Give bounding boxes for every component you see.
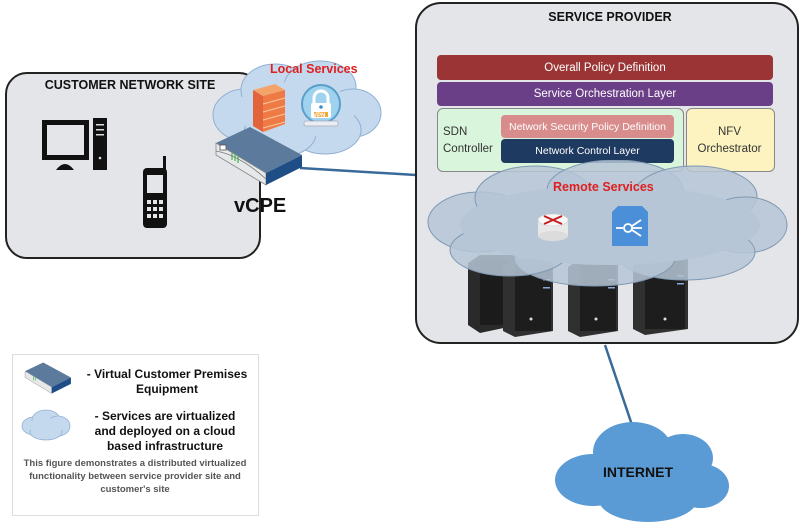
nfv-label-line1: NFV (718, 126, 741, 138)
customer-site-title: CUSTOMER NETWORK SITE (44, 78, 216, 92)
local-services-title: Local Services (270, 62, 358, 76)
legend-cloud-line1: - Services are virtualized (94, 409, 236, 423)
vcpe-device-icon (215, 127, 302, 186)
legend-note-line1: This figure demonstrates a distributed v… (23, 458, 247, 469)
legend-note-line3: customer's site (100, 484, 170, 495)
legend-vcpe-icon (24, 362, 71, 394)
network-control-layer: Network Control Layer (501, 139, 674, 163)
firewall-icon (253, 84, 285, 132)
sdn-label-line1: SDN (443, 126, 468, 138)
vcpe-to-provider-link (299, 166, 417, 177)
legend-vcpe-line1: - Virtual Customer Premises (86, 367, 248, 381)
internet-cloud (555, 422, 729, 522)
legend-note-line2: functionality between service provider s… (29, 471, 241, 482)
legend-cloud-icon (21, 409, 71, 441)
vcpe-label: vCPE (234, 195, 287, 217)
internet-label: INTERNET (603, 464, 673, 480)
legend-vcpe-line2: Equipment (136, 382, 198, 396)
sdn-controller-label: SDN Controller (443, 124, 493, 158)
legend-cloud-line2: and deployed on a cloud (94, 424, 236, 438)
desktop-computer-icon (42, 118, 107, 170)
remote-services-title: Remote Services (553, 180, 654, 194)
remote-services-cloud (427, 160, 788, 287)
vpn-lock-icon (301, 84, 341, 127)
network-security-policy-layer: Network Security Policy Definition (501, 115, 674, 138)
sdn-label-line2: Controller (443, 143, 493, 155)
service-provider-title: SERVICE PROVIDER (548, 10, 672, 24)
load-balancer-icon (612, 206, 648, 246)
router-icon (537, 213, 569, 241)
legend-cloud-line3: based infrastructure (106, 439, 224, 453)
service-orchestration-layer: Service Orchestration Layer (437, 82, 773, 106)
nfv-label-line2: Orchestrator (697, 143, 762, 155)
overall-policy-definition-layer: Overall Policy Definition (437, 55, 773, 80)
vpn-label: VPN (313, 113, 326, 119)
nfv-orchestrator-label: NFV Orchestrator (686, 124, 773, 158)
mobile-phone-icon (143, 156, 167, 228)
legend-vcpe-description: - Virtual Customer Premises Equipment (82, 367, 252, 397)
legend-cloud-description: - Services are virtualized and deployed … (80, 409, 250, 454)
provider-to-internet-link (603, 344, 634, 426)
legend-note: This figure demonstrates a distributed v… (14, 457, 256, 496)
